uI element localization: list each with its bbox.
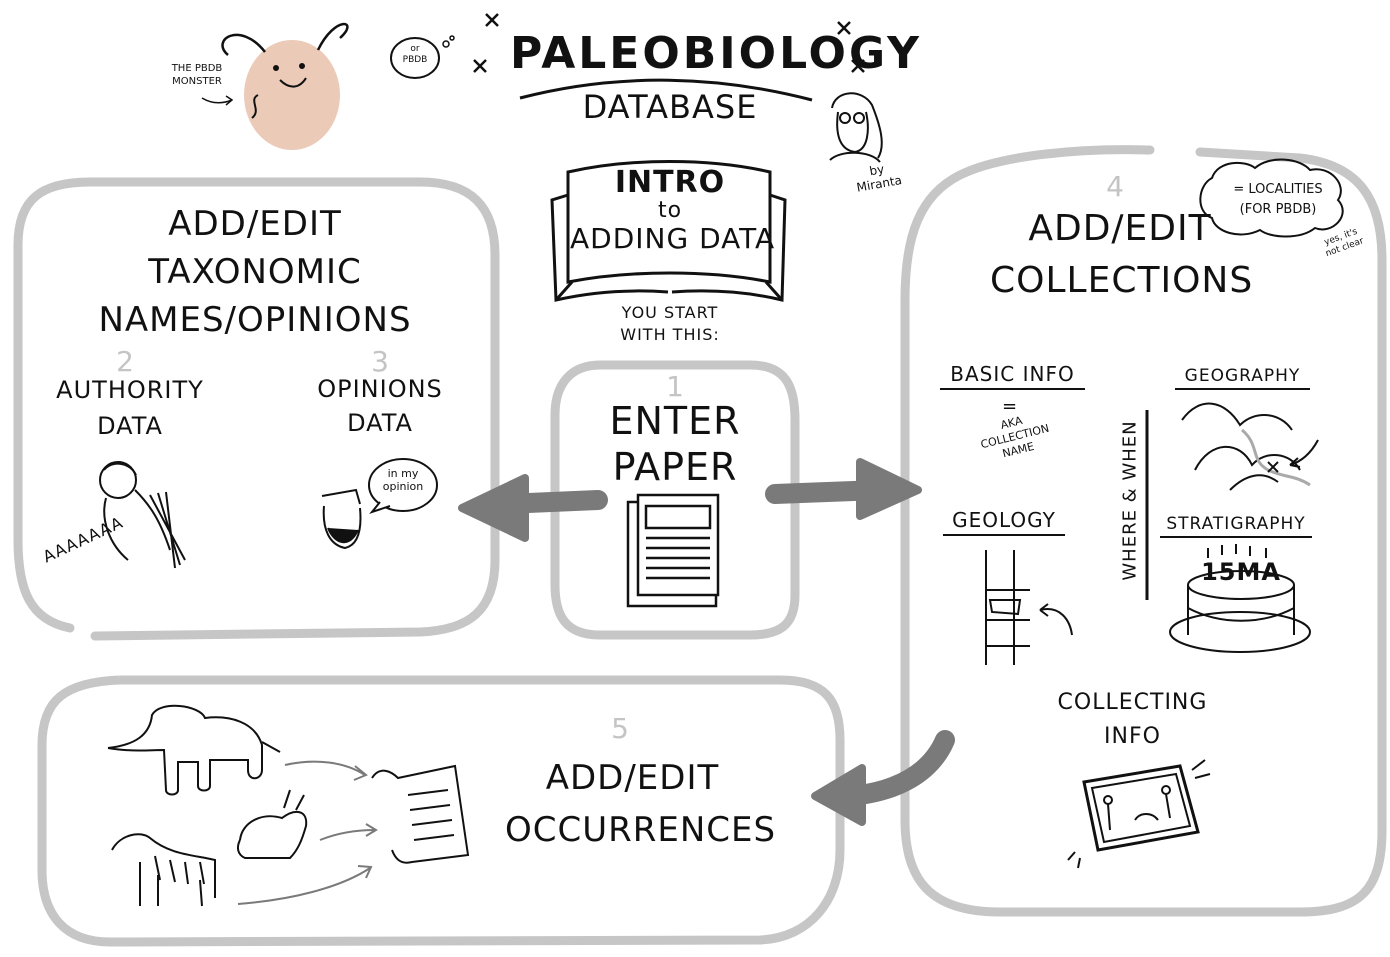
collections-title: ADD/EDIT COLLECTIONS bbox=[990, 208, 1254, 301]
lion-attack-icon bbox=[99, 461, 186, 569]
localities-bubble bbox=[1199, 158, 1344, 238]
taxonomic-box-outline bbox=[13, 177, 500, 641]
zebra-icon bbox=[111, 833, 216, 907]
sparkle-icon bbox=[473, 13, 865, 73]
arrow-to-collections bbox=[765, 458, 922, 520]
banner-line-2: to bbox=[657, 198, 683, 223]
occurrence-arrows bbox=[237, 760, 378, 905]
opinion-person-icon bbox=[321, 488, 362, 550]
localities-note: = LOCALITIES (FOR PBDB) bbox=[1233, 182, 1323, 217]
framed-photo-icon bbox=[1067, 759, 1211, 869]
or-pbdb-label: or PBDB bbox=[402, 44, 428, 65]
step-5-number: 5 bbox=[611, 712, 629, 745]
or-pbdb-bubble bbox=[390, 37, 440, 79]
enter-paper-title: ENTER PAPER bbox=[609, 399, 741, 489]
author-portrait-icon bbox=[829, 92, 883, 163]
rock-column-icon bbox=[985, 550, 1073, 665]
authority-data-title: AUTHORITY DATA bbox=[56, 376, 204, 440]
step-2-number: 2 bbox=[116, 345, 134, 378]
opinions-data-title: OPINIONS DATA bbox=[317, 375, 443, 437]
cake-label: 15MA bbox=[1201, 558, 1281, 586]
pbdb-monster-icon bbox=[201, 22, 349, 150]
monster-label: THE PBDB MONSTER bbox=[171, 63, 223, 87]
basic-info-title: BASIC INFO bbox=[940, 362, 1085, 390]
stratigraphy-title: STRATIGRAPHY bbox=[1160, 514, 1312, 538]
banner-line-3: ADDING DATA bbox=[570, 222, 776, 255]
elephant-icon bbox=[107, 704, 281, 796]
occurrences-title: ADD/EDIT OCCURRENCES bbox=[505, 758, 777, 850]
mountains-icon bbox=[1181, 402, 1319, 491]
collections-box-outline bbox=[900, 145, 1387, 917]
step-1-number: 1 bbox=[666, 370, 684, 403]
arrow-to-taxonomic bbox=[458, 474, 608, 542]
cake-icon bbox=[1169, 544, 1311, 653]
scroll-list-icon bbox=[371, 764, 470, 864]
geology-title: GEOLOGY bbox=[943, 508, 1065, 536]
rabbit-icon bbox=[236, 789, 308, 859]
where-when-label: WHERE & WHEN bbox=[1119, 420, 1141, 581]
title-underline bbox=[519, 78, 813, 102]
intro-banner bbox=[550, 160, 787, 302]
occurrences-box-outline bbox=[37, 675, 845, 947]
banner-line-1: INTRO bbox=[614, 165, 726, 200]
collecting-info-title: COLLECTING INFO bbox=[1057, 690, 1208, 749]
start-note: YOU START WITH THIS: bbox=[620, 303, 720, 344]
opinion-bubble bbox=[368, 458, 438, 512]
basic-info-equals: = bbox=[1001, 396, 1019, 417]
step-4-number: 4 bbox=[1106, 170, 1124, 203]
step-3-number: 3 bbox=[371, 345, 389, 378]
opinion-bubble-text: in my opinion bbox=[382, 467, 424, 493]
newspaper-icon bbox=[626, 493, 720, 608]
geography-title: GEOGRAPHY bbox=[1175, 366, 1310, 390]
taxonomic-title: ADD/EDIT TAXONOMIC NAMES/OPINIONS bbox=[98, 204, 412, 340]
paper-box-outline bbox=[550, 360, 800, 640]
page-subtitle: DATABASE bbox=[582, 88, 758, 126]
page-title: PALEOBIOLOGY bbox=[510, 28, 922, 79]
arrow-to-occurrences bbox=[811, 730, 955, 826]
